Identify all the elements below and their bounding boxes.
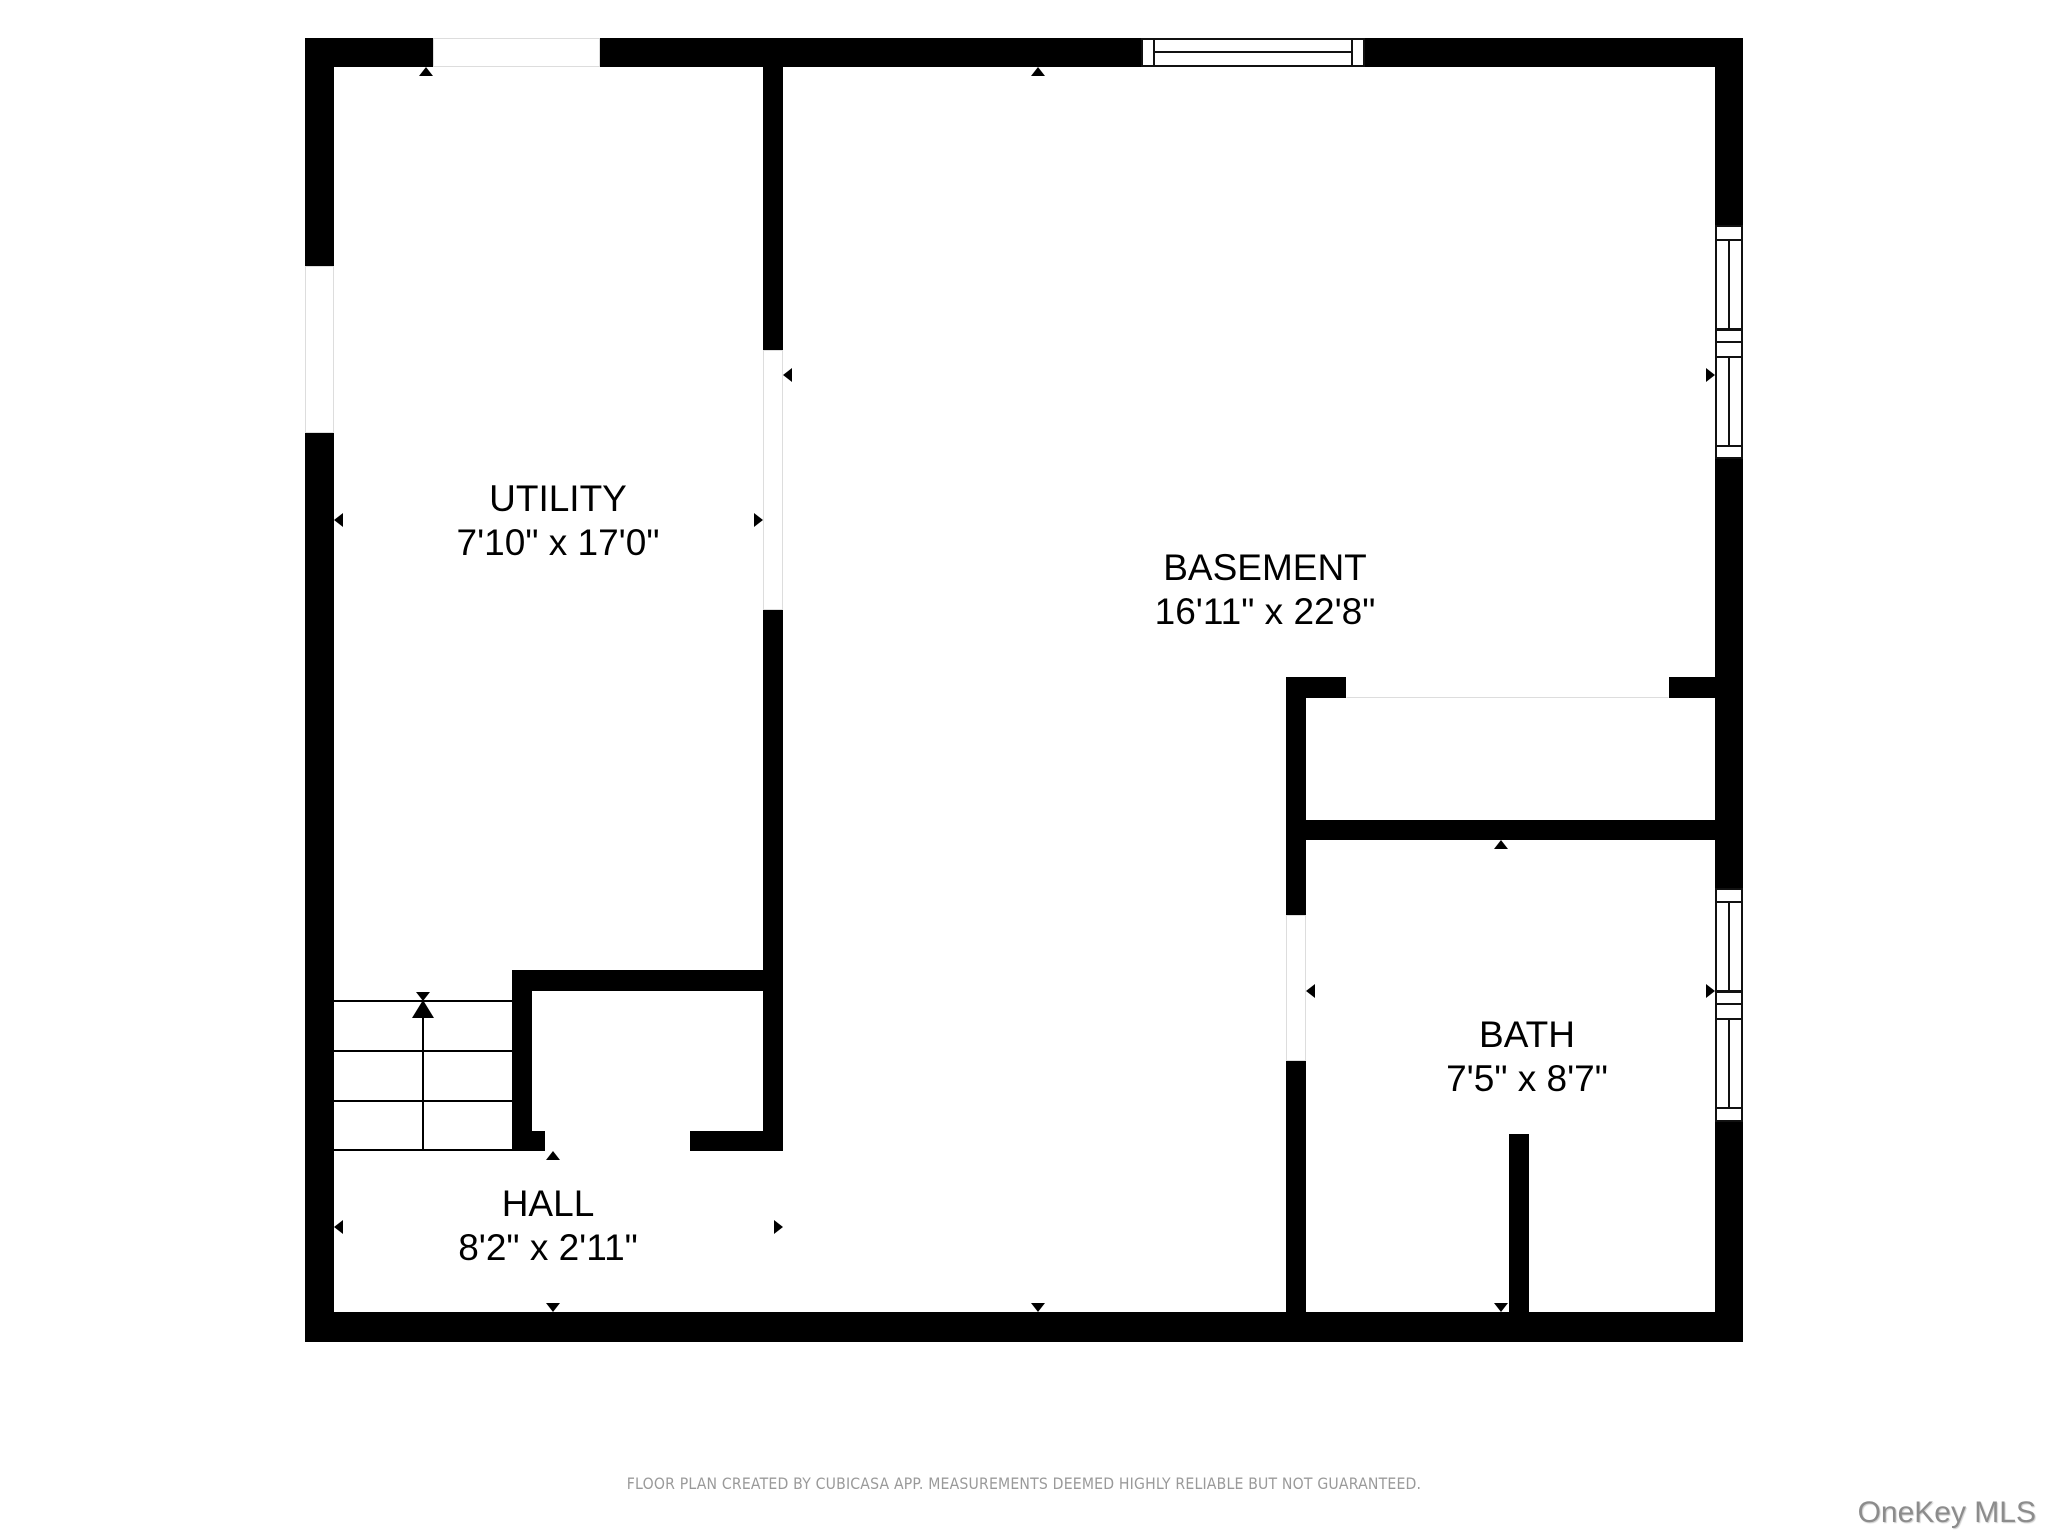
room-dimensions: 7'10" x 17'0"	[456, 522, 660, 563]
stair-marker-icon	[416, 992, 430, 1001]
wall-utility-basement-upper	[763, 38, 783, 350]
bath-wall-left-upper	[1286, 677, 1306, 915]
wall-right-3	[1715, 1122, 1743, 1342]
marker-icon	[754, 513, 763, 527]
opening-bath-door	[1286, 915, 1306, 1061]
room-dimensions: 16'11" x 22'8"	[1154, 591, 1376, 632]
stair-arrow-up-icon	[412, 1000, 434, 1018]
bath-wall-left-lower	[1286, 1061, 1306, 1312]
watermark: OneKey MLS	[1857, 1496, 2036, 1529]
stair-arrow-shaft	[422, 1010, 424, 1150]
marker-icon	[1306, 984, 1315, 998]
opening-utility-basement	[763, 350, 783, 610]
bath-partition	[1509, 1134, 1529, 1312]
marker-icon	[334, 513, 343, 527]
marker-icon	[1494, 1303, 1508, 1312]
wall-right-1	[1715, 38, 1743, 225]
wall-right-2	[1715, 459, 1743, 888]
marker-icon	[783, 368, 792, 382]
closet2-wall-top-right	[1669, 677, 1719, 698]
closet-wall-top	[512, 970, 783, 991]
marker-icon	[546, 1151, 560, 1160]
room-label-bath: BATH 7'5" x 8'7"	[1446, 1013, 1608, 1101]
disclaimer-text: FLOOR PLAN CREATED BY CUBICASA APP. MEAS…	[626, 1474, 1422, 1493]
marker-icon	[1031, 1303, 1045, 1312]
closet-stub-right	[690, 1131, 783, 1151]
closet-wall-left	[512, 970, 532, 1151]
window-pane	[1153, 51, 1353, 67]
room-label-basement: BASEMENT 16'11" x 22'8"	[1155, 546, 1376, 634]
window-pane	[1728, 1018, 1743, 1109]
marker-icon	[1706, 368, 1715, 382]
marker-icon	[419, 67, 433, 76]
wall-left-lower	[305, 433, 334, 1342]
room-name: BATH	[1479, 1014, 1575, 1055]
opening-left-utility	[305, 266, 334, 433]
room-label-hall: HALL 8'2" x 2'11"	[458, 1182, 638, 1270]
room-dimensions: 8'2" x 2'11"	[458, 1227, 638, 1268]
window-pane	[1728, 901, 1743, 992]
room-name: UTILITY	[489, 478, 627, 519]
closet2-opening	[1346, 677, 1669, 698]
marker-icon	[546, 1303, 560, 1312]
window-pane	[1728, 239, 1743, 330]
window-mullion	[1715, 991, 1743, 1005]
window-mullion	[1715, 329, 1743, 343]
stair-line	[334, 1149, 512, 1151]
opening-top-utility	[433, 38, 600, 67]
room-dimensions: 7'5" x 8'7"	[1446, 1058, 1608, 1099]
room-name: BASEMENT	[1163, 547, 1367, 588]
marker-icon	[774, 1220, 783, 1234]
wall-utility-basement-lower	[763, 610, 783, 1151]
wall-top-mid	[600, 38, 1141, 67]
wall-bottom	[305, 1312, 1743, 1342]
wall-top-right	[1365, 38, 1743, 67]
bath-closet-divider	[1286, 820, 1719, 840]
room-name: HALL	[501, 1183, 595, 1224]
marker-icon	[1031, 67, 1045, 76]
marker-icon	[334, 1220, 343, 1234]
wall-left-upper	[305, 38, 334, 266]
room-label-utility: UTILITY 7'10" x 17'0"	[457, 477, 660, 565]
marker-icon	[1706, 984, 1715, 998]
closet-stub-left	[512, 1131, 545, 1151]
marker-icon	[1494, 840, 1508, 849]
window-pane	[1728, 356, 1743, 447]
